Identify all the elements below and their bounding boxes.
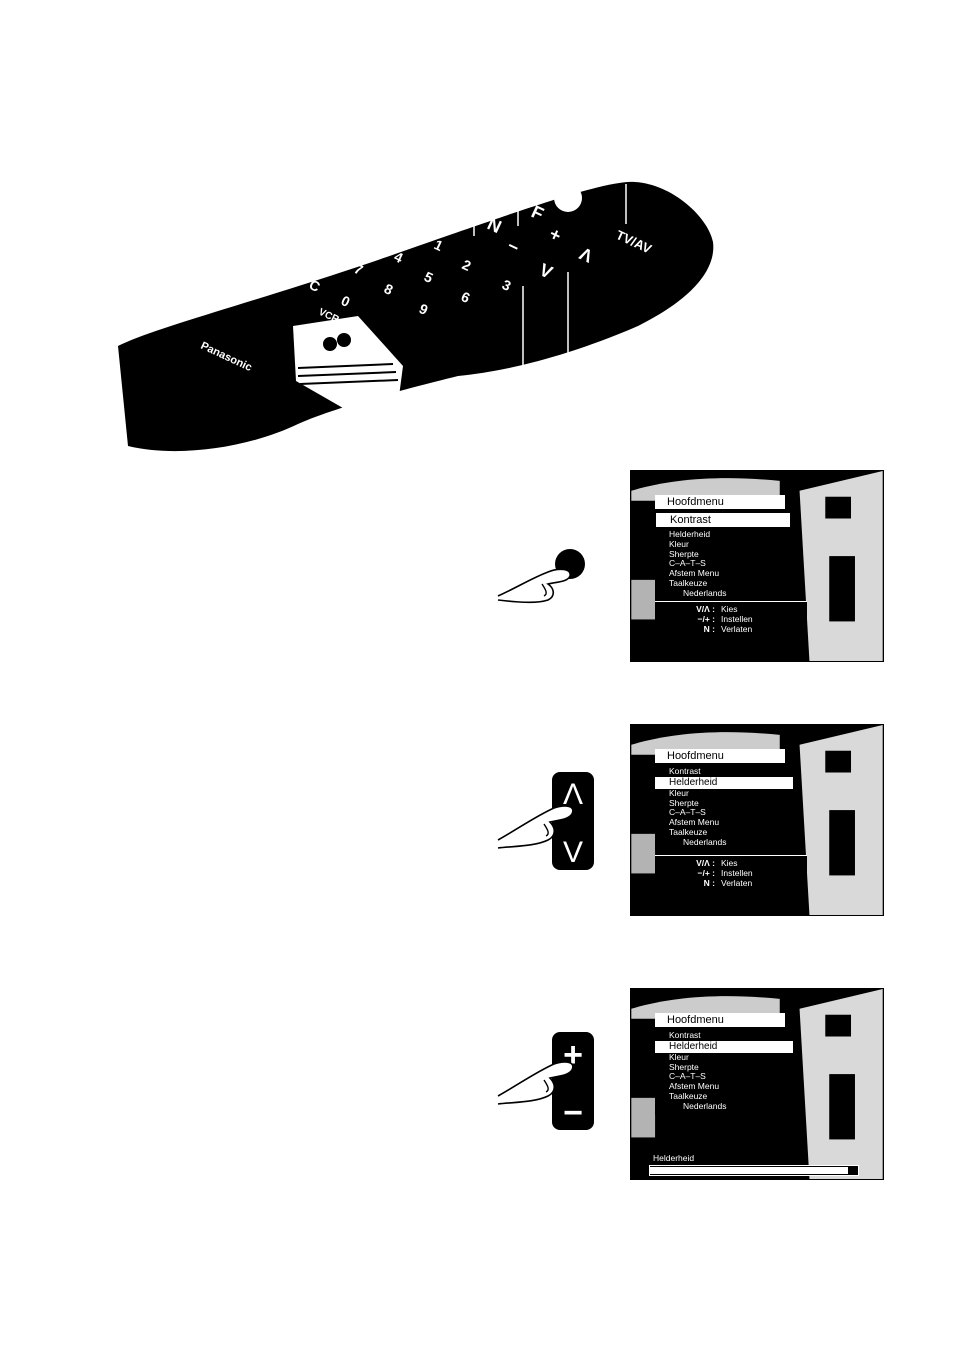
menu-item[interactable]: Kleur [669,538,689,549]
tv-screen-main-menu: Hoofdmenu Kontrast Helderheid Kleur Sher… [630,470,884,662]
hand-pressing-up-down-buttons: Λ V [496,770,596,872]
help-row: N :Verlaten [703,624,753,634]
menu-item[interactable]: Helderheid [669,529,711,539]
main-menu: Hoofdmenu Kontrast Helderheid Kleur Sher… [655,749,793,851]
menu-sub-item[interactable]: Nederlands [683,836,727,847]
help-row: N :Verlaten [703,878,753,888]
menu-item[interactable]: Afstem Menu [669,568,720,579]
menu-selected-item[interactable]: Helderheid [655,1040,793,1053]
hand-pressing-n-button [496,544,590,606]
menu-item[interactable]: Sherpte [669,1061,699,1072]
menu-item[interactable]: Kleur [669,787,689,798]
menu-title: Hoofdmenu [655,1013,785,1027]
main-menu: Hoofdmenu Kontrast Helderheid Kleur Sher… [655,495,793,602]
minus-label: − [563,1094,583,1132]
help-row: V/Λ :Kies [696,858,738,868]
tv-screen-adjust-brightness: Hoofdmenu Kontrast Helderheid Kleur Sher… [630,988,884,1180]
menu-sub-item[interactable]: Nederlands [683,587,727,598]
menu-selected-item[interactable]: Kontrast [655,512,791,528]
menu-item[interactable]: Kontrast [669,766,701,776]
menu-item[interactable]: Sherpte [669,548,699,559]
menu-item[interactable]: C–A–T–S [669,558,706,569]
plus-minus-button-icon [552,1032,594,1130]
help-panel: V/Λ :Kies −/+ :Instellen N :Verlaten [655,601,807,637]
menu-item[interactable]: Taalkeuze [669,577,708,588]
menu-item[interactable]: Taalkeuze [669,1090,708,1101]
brightness-slider[interactable] [649,1165,859,1176]
menu-title: Hoofdmenu [655,749,785,763]
menu-list: Helderheid Kleur Sherpte C–A–T–S Afstem … [655,528,793,602]
help-row: −/+ :Instellen [697,868,753,878]
power-button-icon [554,184,582,212]
menu-item[interactable]: Taalkeuze [669,826,708,837]
menu-item[interactable]: C–A–T–S [669,1071,706,1082]
menu-item[interactable]: C–A–T–S [669,807,706,818]
help-row: V/Λ :Kies [696,604,738,614]
menu-selected-item[interactable]: Helderheid [655,776,793,789]
slider-label: Helderheid [649,1153,699,1163]
main-menu: Hoofdmenu Kontrast Helderheid Kleur Sher… [655,1013,793,1115]
menu-item[interactable]: Sherpte [669,797,699,808]
help-row: −/+ :Instellen [697,614,753,624]
menu-sub-item[interactable]: Nederlands [683,1100,727,1111]
menu-item[interactable]: Kontrast [669,1030,701,1040]
menu-list: Kontrast Helderheid Kleur Sherpte C–A–T–… [655,1030,793,1115]
up-label: Λ [563,778,583,811]
menu-item[interactable]: Afstem Menu [669,1081,720,1092]
brightness-slider-fill [650,1167,848,1174]
menu-list: Kontrast Helderheid Kleur Sherpte C–A–T–… [655,766,793,851]
tv-screen-menu-navigation: Hoofdmenu Kontrast Helderheid Kleur Sher… [630,724,884,916]
help-panel: V/Λ :Kies −/+ :Instellen N :Verlaten [655,855,807,891]
up-down-button-icon [552,772,594,870]
down-label: V [563,836,583,869]
hand-pressing-plus-minus-buttons: + − [496,1030,596,1132]
menu-title: Hoofdmenu [655,495,785,509]
menu-item[interactable]: Kleur [669,1051,689,1062]
menu-item[interactable]: Afstem Menu [669,817,720,828]
